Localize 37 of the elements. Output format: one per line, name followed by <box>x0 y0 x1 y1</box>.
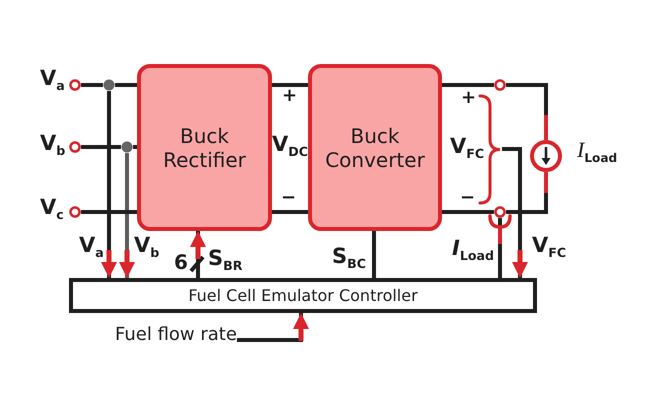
wire <box>115 83 137 87</box>
wire <box>272 210 308 214</box>
block-title: Fuel Cell Emulator Controller <box>188 286 418 304</box>
polarity-sign: − <box>460 188 476 208</box>
block-title: Buck Converter <box>324 124 426 172</box>
polarity-sign: + <box>282 86 298 106</box>
polarity-sign: + <box>461 88 476 108</box>
voltage-label: V$_{a}$ <box>40 67 65 90</box>
process-box <box>137 64 272 231</box>
voltage-label: V$_{DC}$ <box>272 133 308 156</box>
voltage-label: V$_{FC}$ <box>450 135 484 158</box>
wire <box>81 145 121 149</box>
edge-label: V$_{a}$ <box>79 234 104 258</box>
wire <box>81 210 137 214</box>
voltage-label: V$_{c}$ <box>40 196 64 220</box>
controller-box <box>69 278 537 313</box>
edge-label: S$_{BC}$ <box>332 245 366 268</box>
bus-width-number: 6 <box>174 251 188 273</box>
arrow <box>189 229 206 280</box>
wire <box>506 193 548 214</box>
wire <box>81 83 103 87</box>
polarity-sign: − <box>281 188 296 208</box>
process-box <box>308 64 442 231</box>
edge-label: S$_{BR}$ <box>208 247 242 270</box>
edge-label: V$_{b}$ <box>134 234 160 258</box>
voltage-label: V$_{b}$ <box>40 132 66 156</box>
block-title: Buck Rectifier <box>162 124 247 172</box>
wire <box>506 83 548 115</box>
wire <box>133 145 137 149</box>
input-label: Fuel flow rate <box>115 325 237 345</box>
wire <box>272 83 308 87</box>
edge-label: V$_{FC}$ <box>532 234 566 258</box>
current-label: I$_{Load}$ <box>577 138 618 164</box>
edge-label: I$_{Load}$ <box>452 237 494 260</box>
wire <box>442 83 494 87</box>
wire <box>442 210 494 214</box>
wire <box>372 231 376 278</box>
